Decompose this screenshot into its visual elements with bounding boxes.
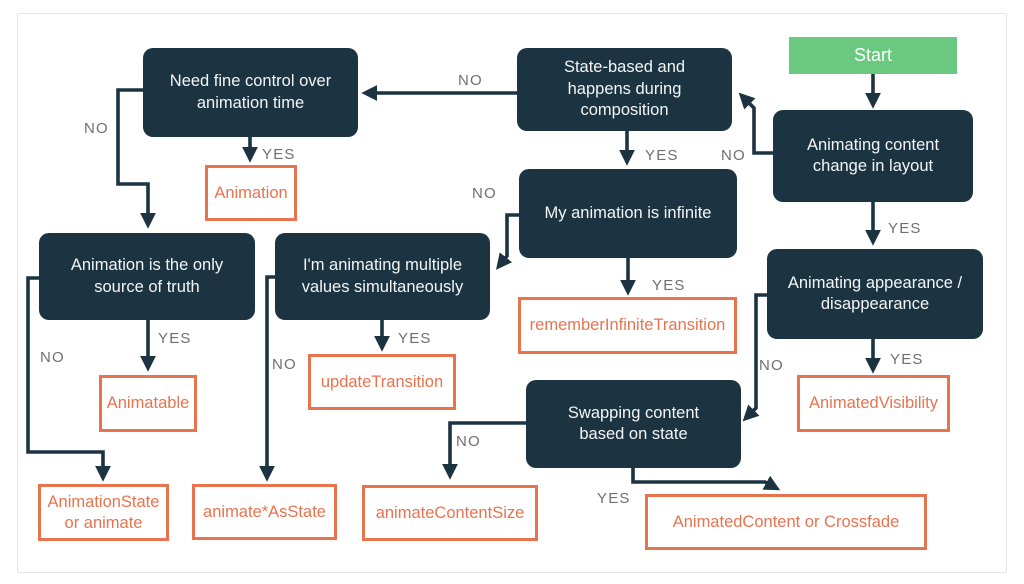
node-animation-api: Animation <box>205 165 297 221</box>
node-animated-content-api: AnimatedContent or Crossfade <box>645 494 927 550</box>
node-my-animation-infinite-label: My animation is infinite <box>544 203 712 222</box>
edge-label-only-source-yes: YES <box>158 330 192 347</box>
edge-label-infinite-yes: YES <box>652 277 686 294</box>
node-im-animating-multiple: I'm animating multiple values simultaneo… <box>275 233 490 320</box>
node-update-transition-api-label: updateTransition <box>320 372 444 391</box>
edge-label-only-source-no: NO <box>40 349 65 366</box>
node-need-fine-control: Need fine control over animation time <box>143 48 358 137</box>
edge-multiple-no-to-animate-as-state <box>259 275 275 482</box>
node-animate-as-state-api: animate*AsState <box>192 484 337 540</box>
node-animate-as-state-api-label: animate*AsState <box>203 502 326 521</box>
node-animate-content-size-api-label: animateContentSize <box>375 503 525 522</box>
node-animation-only-source-label: Animation is the only source of truth <box>70 256 224 296</box>
node-update-transition-api: updateTransition <box>308 354 456 410</box>
node-swapping-content-label: Swapping content based on state <box>567 403 700 443</box>
node-animation-api-label: Animation <box>214 183 288 202</box>
node-animatable-api-label: Animatable <box>106 394 190 413</box>
edge-label-appearance-yes: YES <box>890 351 924 368</box>
edge-label-appearance-no: NO <box>759 357 784 374</box>
edge-infinite-no-to-multiple-values <box>496 213 519 270</box>
node-remember-infinite-api: rememberInfiniteTransition <box>518 297 737 354</box>
node-animated-content-api-label: AnimatedContent or Crossfade <box>672 512 900 531</box>
node-animate-content-size-api: animateContentSize <box>362 485 538 541</box>
node-swapping-content: Swapping content based on state <box>526 380 741 468</box>
node-animating-appearance-label: Animating appearance / disappearance <box>787 273 963 313</box>
edge-only-source-no-to-animation-state <box>26 276 111 482</box>
node-my-animation-infinite: My animation is infinite <box>519 169 737 258</box>
node-animation-only-source: Animation is the only source of truth <box>39 233 255 320</box>
node-state-based-label: State-based and happens during compositi… <box>563 58 686 120</box>
node-animating-appearance: Animating appearance / disappearance <box>767 249 983 339</box>
node-animated-visibility-api-label: AnimatedVisibility <box>808 394 938 413</box>
edge-label-state-based-yes: YES <box>645 147 679 164</box>
edge-label-swapping-no: NO <box>456 433 481 450</box>
node-start: Start <box>789 37 957 74</box>
edge-swapping-no-to-animate-content-size <box>442 421 526 480</box>
node-animatable-api: Animatable <box>99 375 197 432</box>
edge-label-content-change-yes: YES <box>888 220 922 237</box>
edge-label-need-fine-no: NO <box>84 120 109 137</box>
node-state-based: State-based and happens during compositi… <box>517 48 732 131</box>
edge-appearance-no-to-swapping <box>742 293 767 422</box>
node-start-label: Start <box>853 45 892 65</box>
edge-swapping-yes-to-animated-content <box>631 468 781 491</box>
node-animation-state-api-label: AnimationState or animate <box>47 492 160 532</box>
node-animated-visibility-api: AnimatedVisibility <box>797 375 950 432</box>
edge-need-fine-control-no-to-only-source <box>116 88 156 229</box>
edge-label-infinite-no: NO <box>472 185 497 202</box>
node-animation-state-api: AnimationState or animate <box>38 484 169 541</box>
node-need-fine-control-label: Need fine control over animation time <box>169 72 332 112</box>
edge-label-multiple-no: NO <box>272 356 297 373</box>
edge-label-state-based-no: NO <box>458 72 483 89</box>
node-remember-infinite-api-label: rememberInfiniteTransition <box>529 316 726 335</box>
edge-label-content-change-no: NO <box>721 147 746 164</box>
node-animating-content-change-label: Animating content change in layout <box>806 135 940 175</box>
edge-content-change-no-to-state-based <box>738 92 773 155</box>
edge-label-multiple-yes: YES <box>398 330 432 347</box>
edge-label-swapping-yes: YES <box>597 490 631 507</box>
node-animating-content-change: Animating content change in layout <box>773 110 973 202</box>
edge-label-need-fine-yes: YES <box>262 146 296 163</box>
node-im-animating-multiple-label: I'm animating multiple values simultaneo… <box>301 256 464 296</box>
